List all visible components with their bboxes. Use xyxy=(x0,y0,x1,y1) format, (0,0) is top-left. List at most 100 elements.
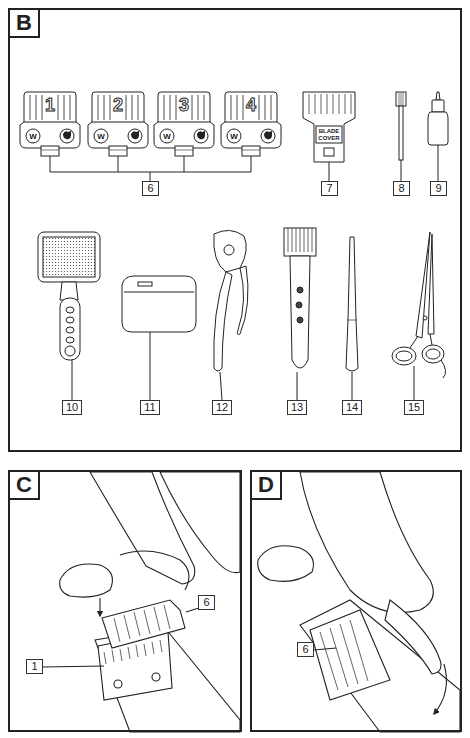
slicker-brush xyxy=(38,232,100,400)
oil-bottle-part xyxy=(432,100,444,112)
bracket-part xyxy=(118,156,119,172)
scissors-part xyxy=(392,347,416,365)
remove-illustration-part-part xyxy=(320,632,338,690)
grooming-comb-part-part xyxy=(292,228,293,252)
blade-cover-part xyxy=(316,126,342,143)
callout-number: 14 xyxy=(342,400,362,415)
callout-number: 12 xyxy=(212,400,232,415)
cleaning-brush-part xyxy=(396,92,406,106)
remove-illustration-part xyxy=(300,600,460,732)
callout-text: 6 xyxy=(302,644,308,655)
bracket-part xyxy=(50,156,51,172)
grooming-comb xyxy=(284,228,316,400)
attach-illustration-part-part xyxy=(154,607,160,631)
grooming-comb-part xyxy=(296,302,302,308)
panel-letter: B xyxy=(10,10,40,38)
attach-illustration-part xyxy=(120,551,189,590)
callout-text: 1 xyxy=(31,661,37,672)
storage-case xyxy=(122,276,196,400)
attach-illustration-part-part xyxy=(144,644,146,656)
storage-case-part xyxy=(124,292,194,293)
remove-illustration-part xyxy=(310,610,390,700)
nail-file xyxy=(346,237,358,400)
slicker-brush-part xyxy=(65,346,75,356)
nail-clipper-part xyxy=(214,230,247,272)
cleaning-brush-part xyxy=(401,160,402,181)
cleaning-brush-part xyxy=(399,93,400,105)
nail-clipper-part xyxy=(214,272,232,371)
blade-cover-part-part xyxy=(339,94,340,114)
figure-panel: B6789101112131415 xyxy=(8,8,462,452)
attachment-combs-part xyxy=(221,92,281,156)
callout-text: 10 xyxy=(66,402,78,413)
nail-clipper xyxy=(214,230,248,400)
attachment-combs-part xyxy=(20,92,80,156)
remove-illustration xyxy=(258,472,460,732)
attach-illustration-part-part xyxy=(152,642,154,654)
part-marking: W xyxy=(95,133,107,140)
slicker-brush-part xyxy=(72,360,73,400)
slicker-brush-part xyxy=(66,337,74,343)
slicker-brush-part xyxy=(66,327,74,333)
grooming-comb-part-part xyxy=(296,228,297,252)
comb-size: 4 xyxy=(241,96,261,114)
remove-illustration-part xyxy=(434,664,446,714)
slicker-brush-part xyxy=(38,232,100,282)
scissors-part xyxy=(423,316,427,320)
attach-illustration-part xyxy=(152,673,160,681)
attachment-combs-part xyxy=(88,92,148,156)
grooming-comb-part xyxy=(284,228,316,256)
part-marking: W xyxy=(161,133,173,140)
attachment-combs xyxy=(20,92,281,156)
comb-size: 2 xyxy=(108,96,128,114)
cleaning-brush-part xyxy=(403,93,404,105)
scissors xyxy=(392,232,446,400)
blade-cover-part-part xyxy=(333,94,334,114)
part-marking: BLADE COVER xyxy=(316,128,342,142)
cleaning-brush xyxy=(396,92,406,181)
scissors-part xyxy=(414,366,415,400)
bracket-part xyxy=(184,156,185,172)
blade-cover-part-part xyxy=(321,94,322,114)
scissors-part xyxy=(396,351,412,361)
callout-text: 8 xyxy=(398,183,404,194)
nail-file-part xyxy=(347,320,357,321)
slicker-brush-part xyxy=(66,317,74,323)
blade-cover-part-part xyxy=(327,94,328,114)
comb-size: 1 xyxy=(40,96,60,114)
grooming-comb-part-part xyxy=(300,228,301,252)
blade-cover-part xyxy=(324,148,334,156)
attach-illustration-part-part xyxy=(136,645,138,657)
callout-text: 6 xyxy=(203,597,209,608)
attachment-combs-part xyxy=(154,92,214,156)
blade-cover-part-part xyxy=(315,94,316,114)
cleaning-brush-part xyxy=(399,106,403,160)
oil-bottle xyxy=(428,92,448,181)
callout-number: 15 xyxy=(404,400,424,415)
nail-clipper-part xyxy=(237,266,248,335)
blade-cover-part xyxy=(303,92,355,162)
part-marking: W xyxy=(228,133,240,140)
attach-illustration-part-part xyxy=(134,612,140,636)
callout-text: 7 xyxy=(326,183,332,194)
grooming-comb-part xyxy=(288,228,312,252)
nail-file-part xyxy=(352,372,353,400)
panel-letter: C xyxy=(10,472,40,500)
bracket xyxy=(50,156,251,181)
attach-illustration-part-part xyxy=(160,640,162,652)
remove-illustration-part xyxy=(300,472,433,613)
oil-bottle-part xyxy=(428,112,448,145)
attach-illustration-part-part xyxy=(120,649,122,661)
remove-illustration-part xyxy=(385,600,441,674)
grooming-comb-part xyxy=(297,317,303,323)
attach-illustration-part-part xyxy=(104,652,106,664)
remove-illustration-part-part xyxy=(350,620,368,681)
attach-illustration-part xyxy=(99,598,100,616)
grooming-comb-part-part xyxy=(312,228,313,252)
scissors-part xyxy=(426,349,440,359)
grooming-comb-part xyxy=(290,256,310,368)
scissors-part xyxy=(410,336,418,348)
attach-illustration-part xyxy=(102,600,185,648)
